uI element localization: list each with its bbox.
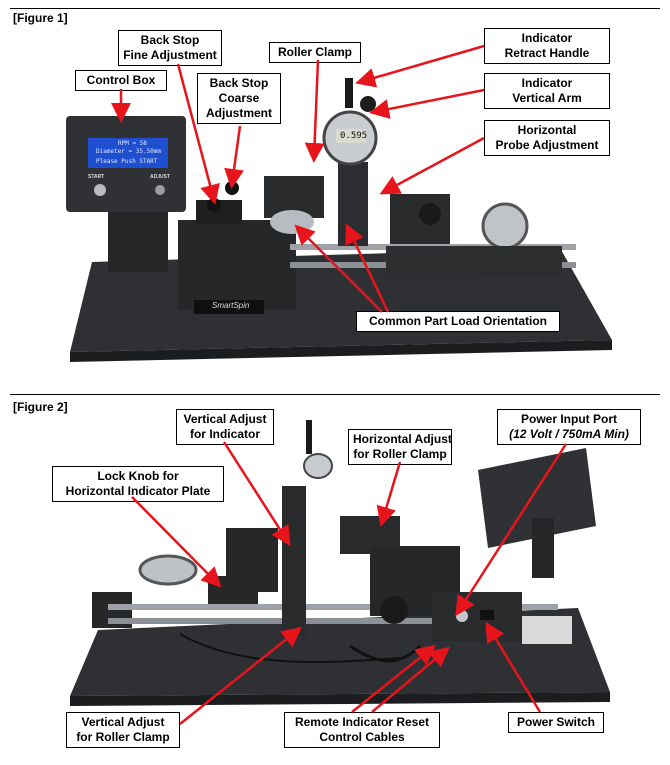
callout-roller-clamp: Roller Clamp [269, 42, 361, 63]
callout-common-part-load: Common Part Load Orientation [356, 311, 560, 332]
callout-power-input: Power Input Port (12 Volt / 750mA Min) [497, 409, 641, 445]
brand-label: SmartSpin [212, 301, 250, 310]
indicator-retract-handle [345, 78, 353, 108]
callout-horizontal-adjust-roller: Horizontal Adjust for Roller Clamp [348, 429, 452, 465]
lcd-line-1: RPM = 58 [118, 140, 147, 147]
figure-1-label: [Figure 1] [13, 11, 68, 25]
callout-back-stop-coarse: Back Stop Coarse Adjustment [197, 73, 281, 124]
lcd-line-3: Please Push START [96, 158, 158, 165]
indicator-vertical-arm [338, 162, 368, 246]
callout-back-stop-fine: Back Stop Fine Adjustment [118, 30, 222, 66]
control-box-stand [108, 212, 168, 272]
start-button-label: START [88, 174, 105, 180]
adjust-button-label: ADJUST [150, 174, 171, 180]
callout-vertical-adjust-roller: Vertical Adjust for Roller Clamp [66, 712, 180, 748]
top-rule [10, 8, 660, 9]
vertical-indicator-arm [282, 486, 306, 636]
digital-indicator [481, 202, 529, 250]
callout-control-box: Control Box [75, 70, 167, 91]
callout-vertical-adjust-indicator: Vertical Adjust for Indicator [176, 409, 274, 445]
power-block [432, 592, 522, 642]
figure-2-label: [Figure 2] [13, 400, 68, 414]
indicator-reading: 0.595 [340, 131, 368, 141]
callout-indicator-vertical: Indicator Vertical Arm [484, 73, 610, 109]
digital-indicator-2 [138, 554, 198, 586]
callout-lock-knob: Lock Knob for Horizontal Indicator Plate [52, 466, 224, 502]
lcd-line-2: Diameter = 35.50mm [96, 148, 162, 155]
figure-2-photo [70, 420, 610, 706]
callout-horizontal-probe: Horizontal Probe Adjustment [484, 120, 610, 156]
callout-power-switch: Power Switch [508, 712, 604, 733]
callout-remote-indicator: Remote Indicator Reset Control Cables [284, 712, 440, 748]
adjust-knob [155, 185, 165, 195]
back-stop-block [178, 220, 296, 310]
horizontal-probe-block [390, 194, 450, 244]
mid-rule [10, 394, 660, 395]
rail-2-upper [108, 604, 558, 610]
callout-indicator-retract: Indicator Retract Handle [484, 28, 610, 64]
start-button [94, 184, 106, 196]
lcd-screen [88, 138, 168, 168]
